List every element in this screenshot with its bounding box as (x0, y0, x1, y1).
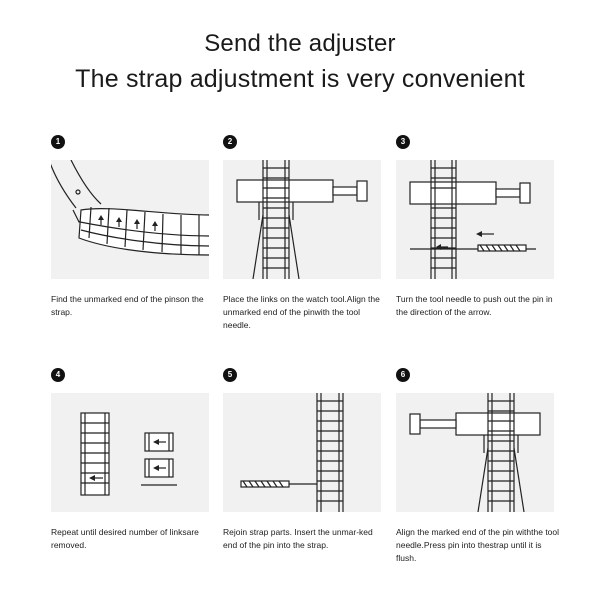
step-2-illustration (223, 160, 381, 279)
step-1-illustration (51, 160, 209, 279)
page-subtitle: The strap adjustment is very convenient (75, 65, 525, 93)
page-title: Send the adjuster (204, 30, 396, 57)
step-caption: Find the unmarked end of the pinson the … (51, 294, 204, 317)
step-caption: Rejoin strap parts. Insert the unmar-ked… (223, 527, 373, 550)
step-6-illustration (396, 393, 554, 512)
step-number-badge: 2 (223, 135, 237, 149)
push-pin-arrow-icon (409, 160, 536, 279)
step-caption: Align the marked end of the pin withthe … (396, 527, 560, 563)
step-caption: Turn the tool needle to push out the pin… (396, 294, 553, 317)
removed-links-icon (80, 412, 177, 496)
insert-pin-icon (240, 393, 344, 512)
step-number-badge: 5 (223, 368, 237, 382)
step-3-illustration (396, 160, 554, 279)
step-number-badge: 1 (51, 135, 65, 149)
step-number-badge: 6 (396, 368, 410, 382)
strap-on-tool-icon (236, 160, 368, 279)
press-pin-icon (409, 393, 541, 512)
step-number-badge: 4 (51, 368, 65, 382)
step-caption: Repeat until desired number of linksare … (51, 527, 199, 550)
curved-strap-icon (51, 160, 209, 256)
step-4-illustration (51, 393, 209, 512)
step-caption: Place the links on the watch tool.Align … (223, 294, 380, 330)
step-5-illustration (223, 393, 381, 512)
step-number-badge: 3 (396, 135, 410, 149)
